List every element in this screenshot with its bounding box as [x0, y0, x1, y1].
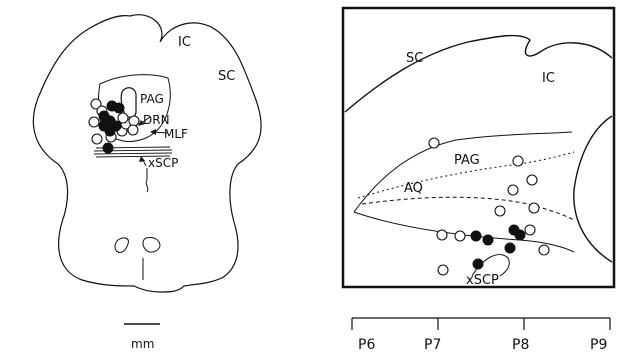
label-xscp-left: xSCP: [148, 156, 178, 170]
open-marker: [513, 156, 523, 166]
open-marker: [525, 225, 535, 235]
axis-tick-label: P8: [512, 337, 529, 353]
filled-marker: [505, 243, 515, 253]
ic-outline: [574, 116, 612, 262]
filled-marker: [473, 259, 483, 269]
scale-bar-unit: mm: [131, 337, 154, 351]
filled-marker: [114, 103, 124, 113]
label-drn: DRN: [143, 113, 170, 127]
open-marker: [437, 230, 447, 240]
left-panel: IC SC PAG DRN MLF xSCP mm: [33, 15, 261, 351]
tectum-outline: [345, 36, 612, 112]
filled-marker: [515, 230, 525, 240]
open-marker: [92, 134, 102, 144]
label-pag-right: PAG: [454, 153, 480, 168]
label-aq: AQ: [404, 181, 423, 196]
axis-tick-label: P9: [590, 337, 607, 353]
open-marker: [539, 245, 549, 255]
midline-raphe: [146, 168, 148, 192]
aq-lower-boundary: [362, 197, 574, 220]
open-marker: [495, 206, 505, 216]
open-marker: [129, 116, 139, 126]
axis-tick-label: P7: [424, 337, 441, 353]
filled-marker: [105, 126, 115, 136]
label-mlf: MLF: [164, 127, 188, 141]
open-marker: [455, 231, 465, 241]
right-panel-frame: [343, 8, 614, 287]
right-panel: SC IC PAG AQ xSCP: [343, 8, 614, 288]
open-marker: [529, 203, 539, 213]
label-sc-right: SC: [406, 51, 423, 66]
open-marker: [89, 117, 99, 127]
label-xscp-right: xSCP: [466, 273, 499, 288]
filled-marker: [483, 235, 493, 245]
right-filled-markers: [471, 225, 525, 269]
open-marker: [128, 125, 138, 135]
filled-marker: [471, 231, 481, 241]
open-marker: [429, 138, 439, 148]
right-pyramid: [143, 237, 160, 252]
xscp-arrow: [139, 156, 146, 166]
left-pyramid: [115, 238, 128, 253]
label-ic-right: IC: [542, 71, 555, 86]
label-sc-left: SC: [218, 69, 235, 84]
open-marker: [118, 113, 128, 123]
open-marker: [527, 175, 537, 185]
axis-tick-label: P6: [358, 337, 375, 353]
label-ic-left: IC: [178, 35, 191, 50]
filled-marker: [103, 143, 113, 153]
right-open-markers: [429, 138, 549, 275]
posterior-axis: P6 P7 P8 P9: [352, 318, 610, 353]
open-marker: [508, 185, 518, 195]
label-pag-left: PAG: [140, 92, 164, 106]
open-marker: [438, 265, 448, 275]
